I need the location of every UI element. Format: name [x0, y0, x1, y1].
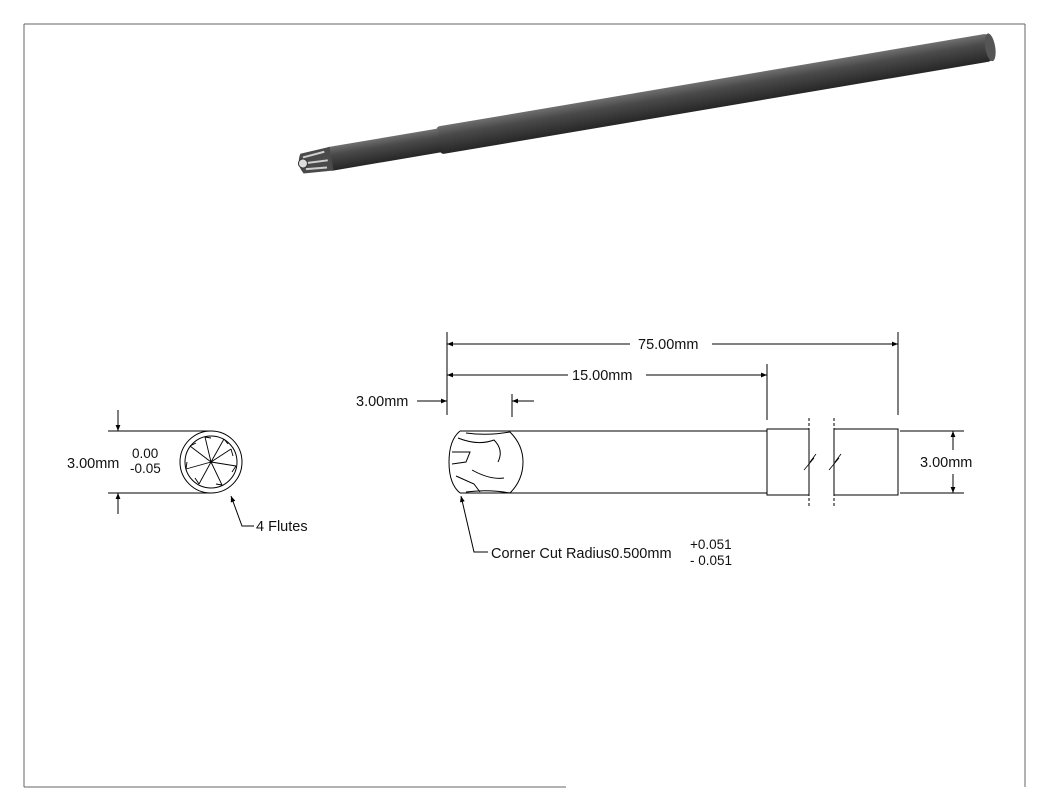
corner-tol-lower: - 0.051 — [690, 553, 732, 568]
tool-shank-3d — [436, 34, 992, 154]
corner-radius-label: Corner Cut Radius0.500mm — [491, 546, 672, 562]
break-symbol-left — [803, 453, 817, 471]
shank-end-face — [984, 33, 996, 62]
break-symbol-right — [828, 453, 842, 471]
flute-curve-1 — [465, 431, 524, 494]
flute-curve-2 — [457, 437, 505, 479]
end-view-inner-circle — [184, 435, 238, 489]
shank-segment-left — [766, 428, 810, 496]
end-view — [108, 410, 254, 527]
tool-neck-3d — [327, 128, 443, 171]
corner-tol-upper: +0.051 — [690, 537, 732, 552]
corner-radius-leader — [460, 495, 488, 553]
shank-diameter-label: 3.00mm — [920, 455, 972, 471]
isometric-tool-view — [297, 33, 996, 174]
flutes-leader — [230, 495, 254, 527]
shank-segment-right — [833, 428, 899, 496]
end-view-tol-lower: -0.05 — [130, 461, 161, 476]
flute-tip-profile — [448, 430, 461, 494]
side-view — [417, 332, 964, 553]
end-view-diameter-label: 3.00mm — [67, 456, 119, 472]
flute-highlight — [302, 150, 328, 171]
tip-dimension-label: 3.00mm — [356, 394, 408, 410]
flutes-note: 4 Flutes — [256, 519, 308, 535]
end-view-flute-lines — [185, 436, 237, 486]
end-view-tol-upper: 0.00 — [132, 446, 158, 461]
flute-length-label: 15.00mm — [572, 368, 632, 384]
flute-curve-3 — [451, 451, 481, 493]
sheet-border — [23, 23, 1026, 788]
tip-face — [297, 158, 308, 169]
overall-length-label: 75.00mm — [638, 337, 698, 353]
